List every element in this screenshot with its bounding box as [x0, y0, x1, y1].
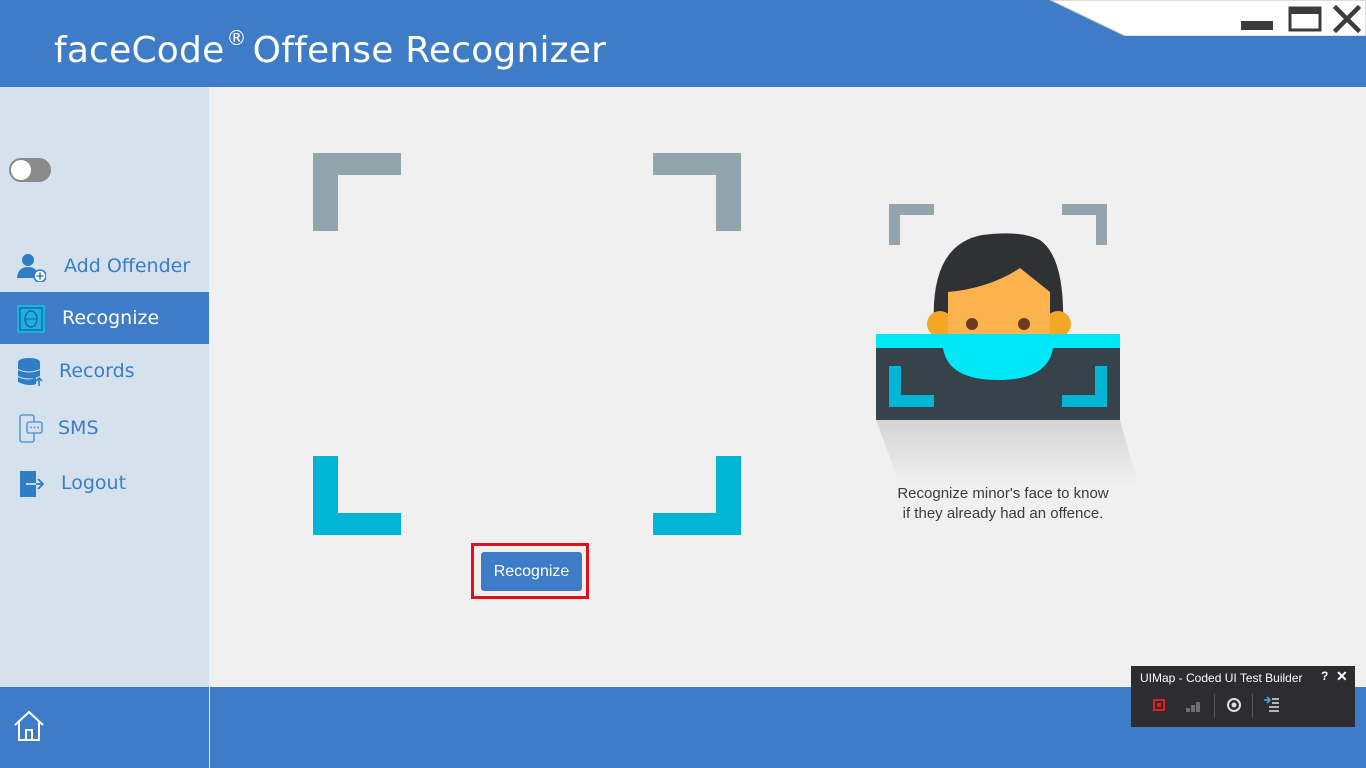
- frame-corner-top-right: [653, 153, 741, 231]
- uimap-title: UIMap - Coded UI Test Builder: [1140, 671, 1303, 685]
- sidebar-item-label: Records: [59, 360, 135, 382]
- toolbar-separator: [1252, 694, 1253, 718]
- uimap-test-builder-panel: UIMap - Coded UI Test Builder ? ✕: [1131, 666, 1355, 727]
- recognize-button[interactable]: Recognize: [481, 552, 582, 591]
- sidebar: Add Offender Recognize Records SMS: [0, 87, 209, 687]
- logout-icon: [20, 471, 45, 497]
- sidebar-item-add-offender[interactable]: Add Offender: [0, 240, 209, 292]
- uimap-close-icon[interactable]: ✕: [1336, 668, 1348, 684]
- registered-mark: ®: [226, 26, 247, 50]
- sidebar-toggle[interactable]: [9, 158, 51, 182]
- app-title-rest: Offense Recognizer: [252, 30, 607, 71]
- sms-icon: [19, 414, 43, 443]
- selection-highlight: [471, 543, 589, 599]
- window-controls-tab: [1050, 0, 1366, 36]
- crosshair-icon[interactable]: [1223, 694, 1245, 716]
- caption-line-2: if they already had an offence.: [902, 505, 1104, 522]
- sidebar-item-label: SMS: [58, 417, 99, 439]
- illustration-caption: Recognize minor's face to know if they a…: [868, 484, 1138, 524]
- frame-corner-top-left: [313, 153, 401, 231]
- toggle-knob: [11, 160, 31, 180]
- sidebar-item-logout[interactable]: Logout: [0, 457, 209, 509]
- app-title-brand: faceCode: [54, 30, 225, 71]
- maximize-icon[interactable]: [1288, 6, 1322, 32]
- close-icon[interactable]: [1333, 5, 1361, 33]
- help-icon[interactable]: ?: [1321, 669, 1329, 683]
- database-icon: [18, 358, 43, 386]
- sidebar-item-label: Logout: [61, 472, 127, 494]
- sidebar-item-recognize[interactable]: Recognize: [0, 292, 209, 344]
- record-icon[interactable]: [1148, 694, 1170, 716]
- minimize-icon[interactable]: [1240, 8, 1274, 32]
- title-bar: faceCode®Offense Recognizer: [0, 0, 1366, 87]
- home-icon[interactable]: [12, 709, 46, 743]
- footer-divider: [209, 687, 210, 768]
- app-title: faceCode®Offense Recognizer: [54, 26, 607, 71]
- toolbar-separator: [1214, 694, 1215, 718]
- camera-frame: [313, 153, 741, 535]
- add-user-icon: [17, 254, 46, 282]
- sidebar-item-label: Add Offender: [64, 255, 191, 277]
- caption-line-1: Recognize minor's face to know: [897, 485, 1109, 502]
- sidebar-item-label: Recognize: [62, 307, 160, 329]
- frame-corner-bottom-left: [313, 456, 401, 535]
- assertion-icon[interactable]: [1182, 694, 1204, 716]
- face-scan-icon: [17, 305, 45, 333]
- frame-corner-bottom-right: [653, 456, 741, 535]
- sidebar-item-sms[interactable]: SMS: [0, 402, 209, 454]
- sidebar-item-records[interactable]: Records: [0, 345, 209, 397]
- generate-code-icon[interactable]: [1260, 694, 1282, 716]
- face-recognition-illustration: [876, 204, 1138, 485]
